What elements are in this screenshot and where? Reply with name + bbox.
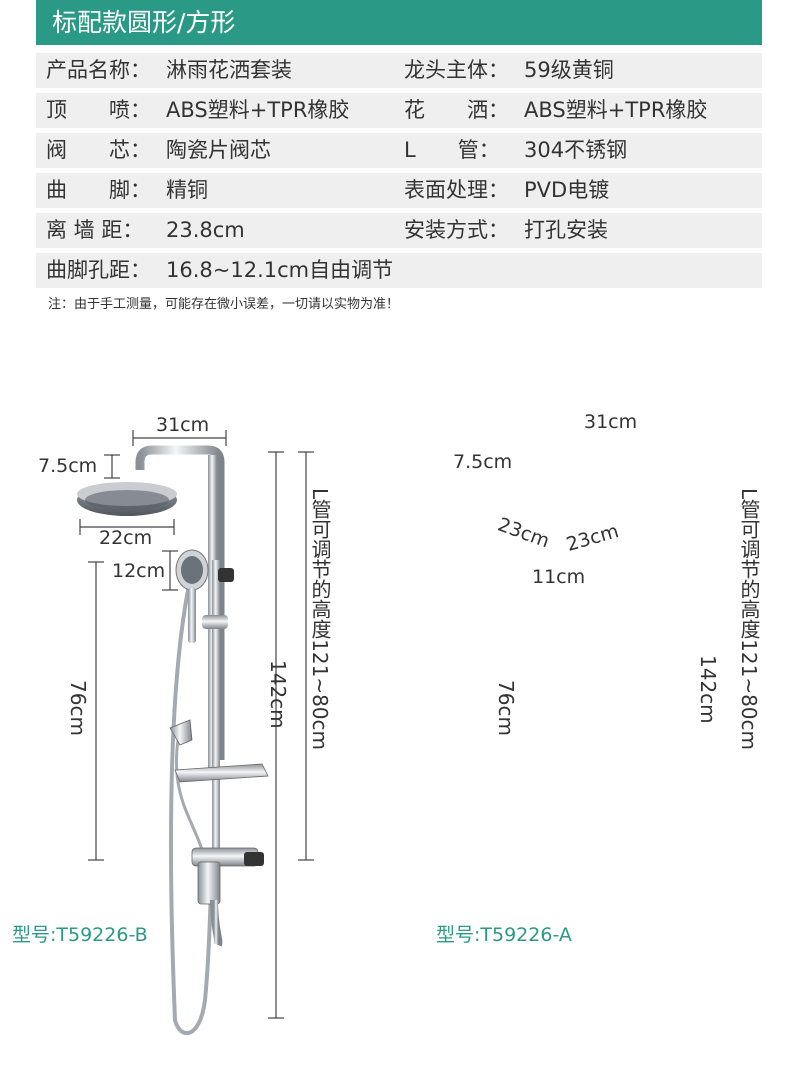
spec-cell: L 管： 304不锈钢 <box>404 133 627 168</box>
bidet-hose <box>175 739 207 861</box>
height-total-label: 142cm <box>266 660 290 729</box>
shower-hose <box>168 579 214 1036</box>
spec-label: 曲脚孔距： <box>46 258 151 282</box>
spec-row: 顶 喷： ABS塑料+TPR橡胶 花 洒： ABS塑料+TPR橡胶 <box>36 93 762 128</box>
head-offset-label: 7.5cm <box>38 455 98 477</box>
spec-label: 龙头主体： <box>404 58 509 82</box>
spec-cell: 阀 芯： 陶瓷片阀芯 <box>46 133 271 168</box>
spec-cell: 龙头主体： 59级黄铜 <box>404 53 614 88</box>
spec-value: ABS塑料+TPR橡胶 <box>166 98 350 122</box>
height-lower-label: 76cm <box>494 680 518 736</box>
spec-cell: 顶 喷： ABS塑料+TPR橡胶 <box>46 93 349 128</box>
spec-label: 花 洒： <box>404 98 509 122</box>
hand-shower-label: 11cm <box>532 566 586 588</box>
spec-cell: 花 洒： ABS塑料+TPR橡胶 <box>404 93 707 128</box>
l-tube <box>212 560 220 860</box>
spec-label: 安装方式： <box>404 218 509 242</box>
head-diameter-label: 22cm <box>99 527 153 549</box>
spec-cell: 表面处理： PVD电镀 <box>404 173 609 208</box>
spec-cell: 安装方式： 打孔安装 <box>404 213 608 248</box>
bidet-sprayer <box>169 719 193 746</box>
spec-value: 打孔安装 <box>524 218 608 242</box>
spec-table: 产品名称： 淋雨花洒套装 龙头主体： 59级黄铜 顶 喷： ABS塑料+TPR橡胶 花… <box>36 53 762 293</box>
wall-bracket <box>218 568 234 582</box>
spec-value: 精铜 <box>166 178 208 202</box>
spec-value: PVD电镀 <box>524 178 610 202</box>
spec-value: 304不锈钢 <box>524 138 628 162</box>
page-title: 标配款圆形/方形 <box>36 0 762 45</box>
height-lower-label: 76cm <box>66 680 90 736</box>
spec-value: 59级黄铜 <box>524 58 614 82</box>
spec-row: 产品名称： 淋雨花洒套装 龙头主体： 59级黄铜 <box>36 53 762 88</box>
spec-value: 陶瓷片阀芯 <box>166 138 271 162</box>
hand-shower-label: 12cm <box>112 560 166 582</box>
mixer-valve <box>191 847 264 947</box>
hand-shower <box>175 549 209 643</box>
spec-row: 离 墙 距： 23.8cm 安装方式： 打孔安装 <box>36 213 762 248</box>
spec-label: 顶 喷： <box>46 98 151 122</box>
spec-cell: 产品名称： 淋雨花洒套装 <box>46 53 292 88</box>
spec-label: 阀 芯： <box>46 138 151 162</box>
shelf <box>174 763 269 783</box>
height-total-label: 142cm <box>696 655 720 724</box>
l-tube-label: L管可调节的高度121~80cm <box>737 488 761 751</box>
dimension-lines <box>79 430 314 1019</box>
spec-label: 曲 脚： <box>46 178 151 202</box>
spec-cell: 曲脚孔距： 16.8~12.1cm自由调节 <box>46 253 393 288</box>
disclaimer-note: 注：由于手工测量，可能存在微小误差，一切请以实物为准！ <box>48 297 400 312</box>
spec-cell: 曲 脚： 精铜 <box>46 173 208 208</box>
spec-row: 曲 脚： 精铜 表面处理： PVD电镀 <box>36 173 762 208</box>
spec-label: 表面处理： <box>404 178 509 202</box>
top-pipe <box>135 445 225 760</box>
spec-label: L 管： <box>404 138 500 162</box>
model-number: 型号:T59226-B <box>12 924 148 946</box>
head-offset-label: 7.5cm <box>453 451 513 473</box>
spec-value: ABS塑料+TPR橡胶 <box>524 98 708 122</box>
spec-row: 曲脚孔距： 16.8~12.1cm自由调节 <box>36 253 762 288</box>
spec-value: 23.8cm <box>166 218 245 242</box>
top-width-label: 31cm <box>584 411 638 433</box>
spec-label: 离 墙 距： <box>46 218 144 242</box>
spec-value: 16.8~12.1cm自由调节 <box>166 258 394 282</box>
l-tube-label: L管可调节的高度121~80cm <box>308 488 332 751</box>
spec-label: 产品名称： <box>46 58 151 82</box>
spec-value: 淋雨花洒套装 <box>166 58 292 82</box>
spec-cell: 离 墙 距： 23.8cm <box>46 213 245 248</box>
top-width-label: 31cm <box>156 414 210 436</box>
round-shower-set <box>77 430 314 1036</box>
spec-row: 阀 芯： 陶瓷片阀芯 L 管： 304不锈钢 <box>36 133 762 168</box>
model-number: 型号:T59226-A <box>436 924 572 946</box>
slide-holder <box>202 615 228 629</box>
